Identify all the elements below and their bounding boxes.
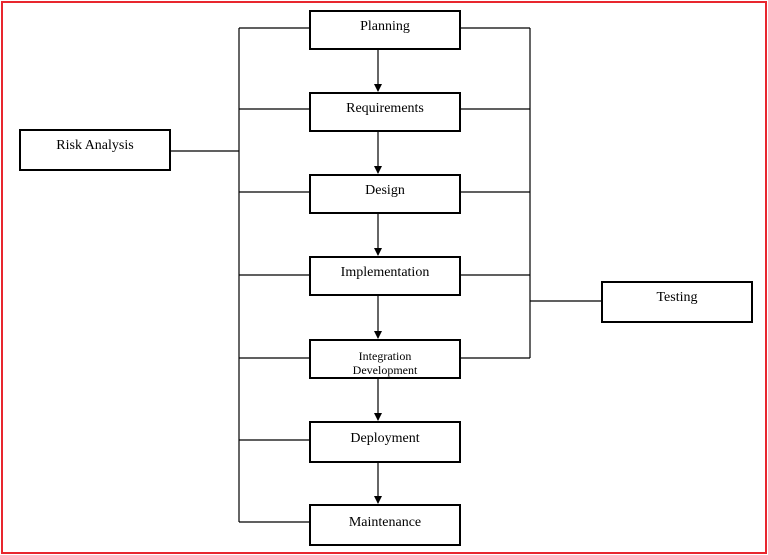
testing-label: Testing (656, 290, 698, 305)
phase-box-planning: Planning (309, 10, 461, 50)
phase-box-integration: Integration Development (309, 339, 461, 379)
phase-label-maintenance: Maintenance (348, 515, 422, 530)
phase-label-implementation: Implementation (340, 265, 430, 280)
risk-analysis-label: Risk Analysis (56, 138, 134, 153)
phase-box-maintenance: Maintenance (309, 504, 461, 546)
phase-label-integration: Integration (358, 348, 412, 363)
phase-label-planning: Planning (360, 19, 410, 34)
phase-box-design: Design (309, 174, 461, 214)
phase-label-design: Design (365, 183, 405, 198)
risk-analysis-box: Risk Analysis (19, 129, 171, 171)
phase-box-deployment: Deployment (309, 421, 461, 463)
phase-box-requirements: Requirements (309, 92, 461, 132)
phase-label-integration-line2: Development (352, 362, 418, 377)
phase-label-requirements: Requirements (346, 101, 424, 116)
phase-box-implementation: Implementation (309, 256, 461, 296)
phase-label-deployment: Deployment (350, 431, 420, 446)
testing-box: Testing (601, 281, 753, 323)
